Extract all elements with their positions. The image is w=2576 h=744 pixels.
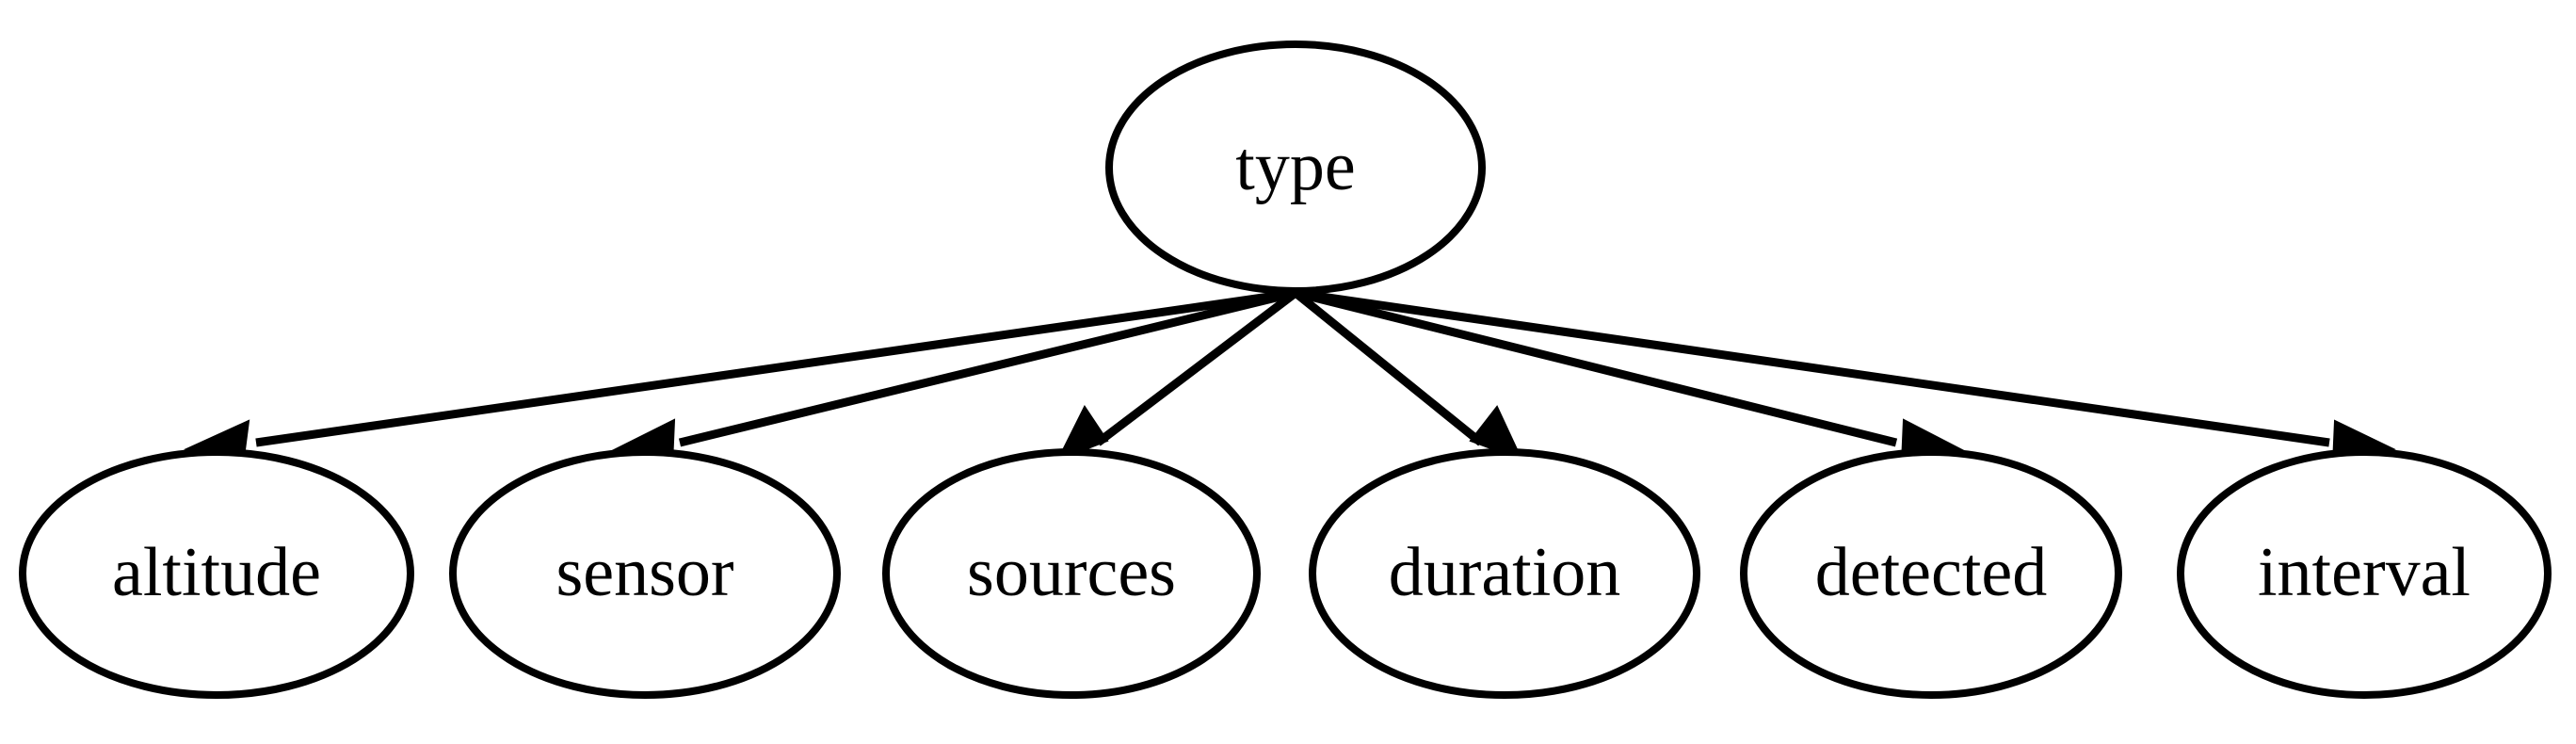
- node-label: type: [1235, 128, 1355, 205]
- node-label: duration: [1389, 534, 1621, 611]
- node-label: sensor: [555, 534, 733, 611]
- edge-type-altitude[interactable]: [184, 288, 1296, 466]
- edge-line: [255, 288, 1296, 447]
- node-type[interactable]: type: [1105, 40, 1486, 295]
- node-sources[interactable]: sources: [882, 448, 1261, 699]
- node-duration[interactable]: duration: [1309, 448, 1700, 699]
- node-shape-ellipse: [449, 448, 841, 699]
- node-shape-ellipse: [19, 448, 414, 699]
- node-label: altitude: [112, 534, 321, 611]
- edge-line: [1293, 289, 1484, 446]
- node-shape-ellipse: [1309, 448, 1700, 699]
- node-label: interval: [2258, 534, 2471, 611]
- node-sensor[interactable]: sensor: [449, 448, 841, 699]
- edge-line: [1095, 289, 1298, 446]
- node-layer: type altitude sensor sources duration de…: [19, 40, 2552, 699]
- edge-layer: [184, 288, 2396, 466]
- node-interval[interactable]: interval: [2177, 448, 2552, 699]
- node-shape-ellipse: [882, 448, 1261, 699]
- edge-line: [678, 288, 1297, 447]
- edge-line: [1295, 288, 2330, 447]
- node-shape-ellipse: [1740, 448, 2122, 699]
- edge-line: [1294, 288, 1898, 447]
- edge-type-interval[interactable]: [1295, 288, 2396, 466]
- node-shape-ellipse: [1105, 40, 1486, 295]
- node-detected[interactable]: detected: [1740, 448, 2122, 699]
- node-label: sources: [967, 534, 1176, 611]
- node-label: detected: [1815, 534, 2048, 611]
- node-shape-ellipse: [2177, 448, 2552, 699]
- node-altitude[interactable]: altitude: [19, 448, 414, 699]
